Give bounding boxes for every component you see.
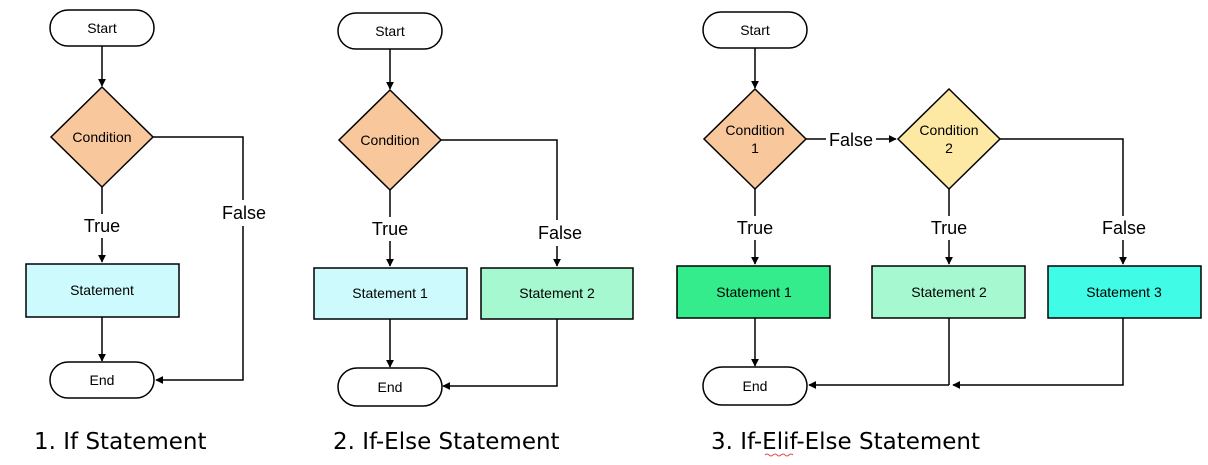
statement-label: Statement	[70, 282, 134, 298]
true-label-2: True	[931, 218, 967, 238]
edge-condition-false-to-statement-2	[441, 139, 561, 267]
false-label: False	[222, 203, 266, 223]
if-else-statement-caption: 2. If-Else Statement	[333, 429, 560, 455]
condition-2-label-line-2: 2	[945, 140, 953, 156]
end-label: End	[90, 372, 115, 388]
statement-2-box	[871, 265, 1026, 319]
spellcheck-underline	[764, 453, 794, 457]
statement-3-label: Statement 3	[1086, 284, 1162, 300]
false-label-right: False	[1102, 218, 1146, 238]
statement-box	[25, 263, 180, 318]
condition-1-label-line-2: 1	[751, 140, 759, 156]
false-label-between-conditions: False	[829, 130, 873, 150]
statement-1-box	[676, 265, 831, 319]
true-label-1: True	[737, 218, 773, 238]
start-label: Start	[740, 22, 770, 38]
condition-label: Condition	[72, 129, 131, 145]
start-label: Start	[375, 23, 405, 39]
if-statement-diagram: Start Condition True Statement False End…	[25, 9, 270, 455]
condition-label: Condition	[360, 132, 419, 148]
statement-1-box	[313, 267, 468, 320]
statement-2-label: Statement 2	[911, 284, 987, 300]
end-terminal	[337, 367, 443, 407]
statement-2-box	[480, 267, 634, 320]
statement-1-label: Statement 1	[352, 285, 428, 301]
condition-2-diamond	[896, 87, 1002, 191]
true-label: True	[372, 219, 408, 239]
end-label: End	[743, 378, 768, 394]
condition-2-label-line-1: Condition	[919, 122, 978, 138]
end-terminal	[49, 361, 155, 399]
edge-condition-false-to-end	[153, 136, 244, 384]
end-terminal	[702, 366, 808, 406]
if-elif-else-statement-diagram: Start Condition 1 False Condition 2 True…	[676, 11, 1202, 457]
edge-statement-2-to-end	[442, 319, 558, 390]
statement-1-label: Statement 1	[716, 284, 792, 300]
true-label: True	[84, 216, 120, 236]
statement-2-label: Statement 2	[519, 285, 595, 301]
condition-1-diamond	[702, 87, 808, 191]
if-statement-caption: 1. If Statement	[34, 429, 206, 455]
if-elif-else-statement-caption: 3. If-Elif-Else Statement	[711, 429, 980, 455]
false-label: False	[538, 223, 582, 243]
edge-statement-3-to-merge	[952, 318, 1124, 389]
condition-1-label-line-1: Condition	[725, 122, 784, 138]
end-label: End	[378, 379, 403, 395]
start-label: Start	[87, 20, 117, 36]
statement-3-box	[1047, 265, 1202, 319]
if-else-statement-diagram: Start Condition True False Statement 1 S…	[313, 12, 634, 455]
edge-condition-2-false-to-statement-3	[1000, 138, 1127, 265]
